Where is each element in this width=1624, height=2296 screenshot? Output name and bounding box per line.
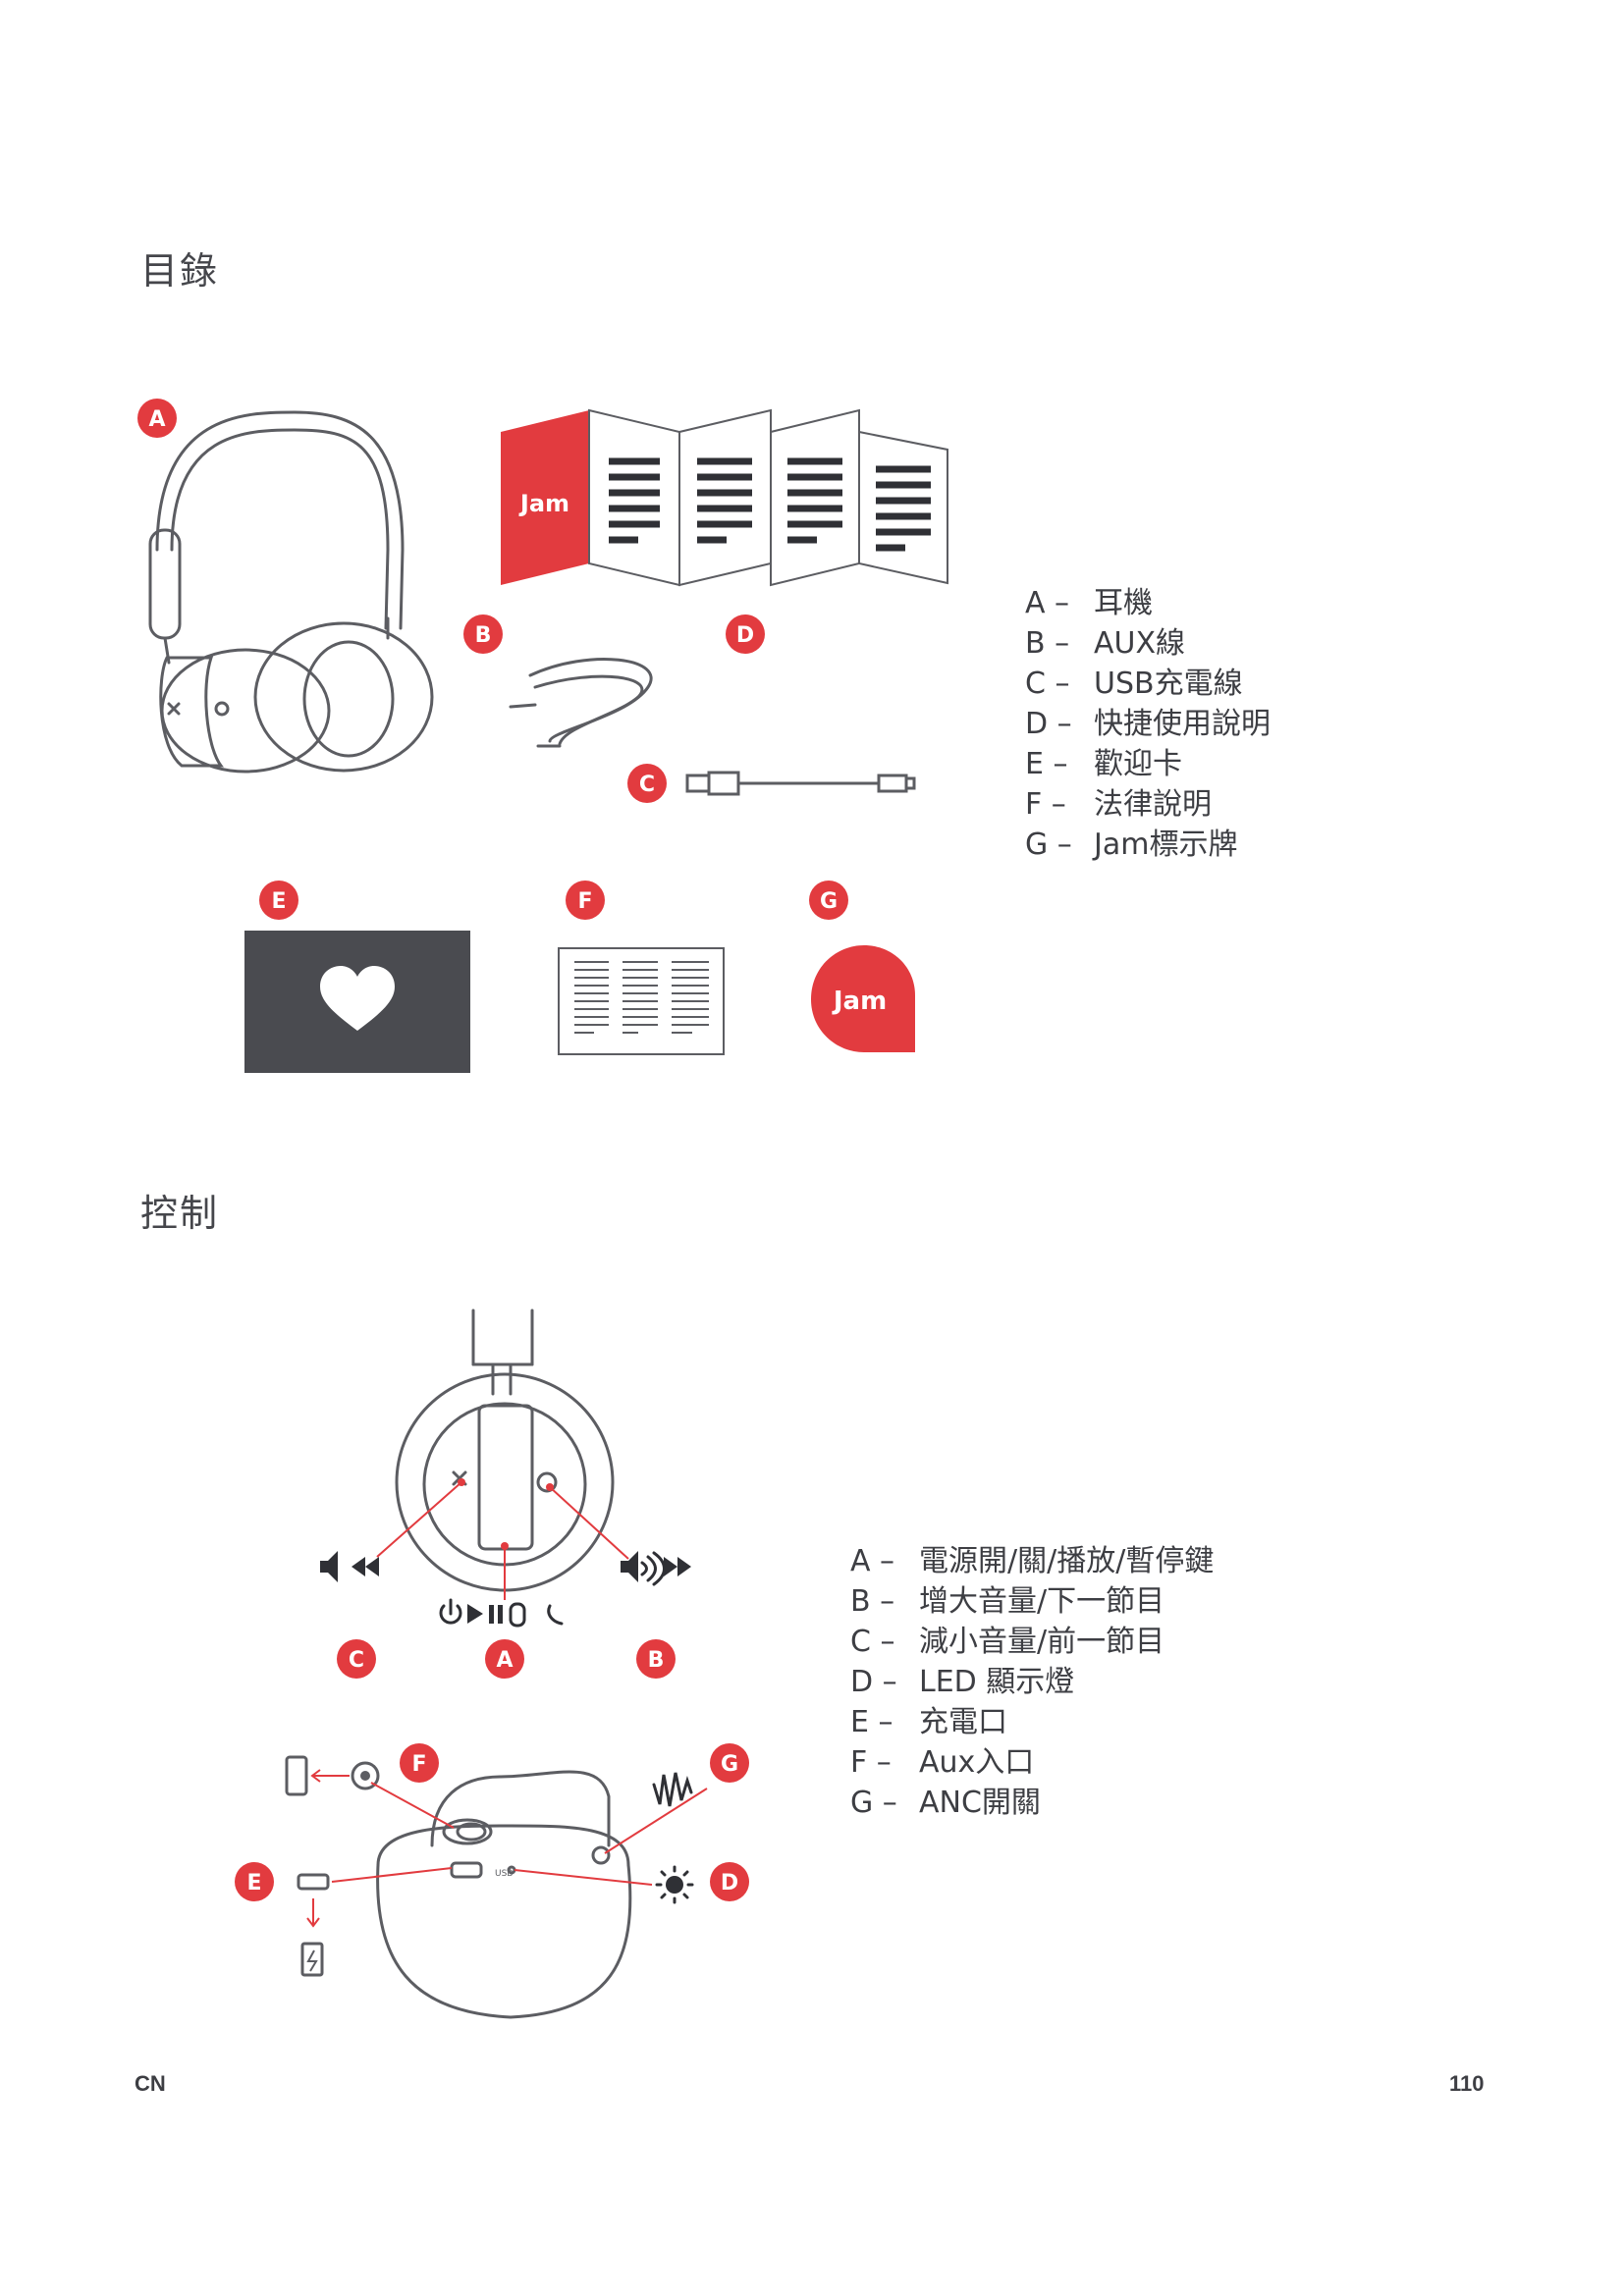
legend-item: C –USB充電線: [1025, 667, 1243, 701]
svg-text:B: B: [648, 1648, 665, 1673]
marker-ctrl-c: C: [337, 1639, 376, 1679]
svg-text:E: E: [271, 889, 286, 914]
marker-f: F: [566, 881, 605, 920]
legend-item: B –AUX線: [1025, 626, 1186, 661]
power-icon: [439, 1604, 462, 1625]
legal-sheet: [558, 947, 725, 1055]
aux-jack-icon: [351, 1761, 380, 1790]
tag-logo-text: Jam: [832, 987, 887, 1016]
fast-forward-icon: [664, 1557, 677, 1576]
rewind-icon: [352, 1557, 365, 1576]
volume-up-icon: [621, 1551, 638, 1582]
marker-ctrl-g: G: [710, 1743, 749, 1783]
play-icon: [467, 1604, 483, 1624]
legend-item: B –增大音量/下一節目: [850, 1584, 1165, 1619]
svg-text:B: B: [475, 623, 492, 648]
marker-b: B: [463, 614, 503, 654]
jam-tag: Jam: [811, 945, 915, 1052]
legend-item: D –快捷使用說明: [1025, 707, 1271, 741]
quick-start-guide: Jam: [501, 408, 948, 587]
svg-text:D: D: [721, 1871, 738, 1896]
legend-item: G –Jam標示牌: [1025, 828, 1238, 862]
volume-down-icon: [320, 1551, 338, 1582]
footer-language: CN: [135, 2071, 166, 2096]
legend-item: F –法律說明: [1025, 787, 1212, 822]
phone-call-icon: [547, 1604, 564, 1626]
legend-item: F –Aux入口: [850, 1745, 1035, 1780]
marker-c: C: [627, 764, 667, 803]
legend-item: E –充電口: [850, 1705, 1007, 1739]
marker-a: A: [137, 399, 177, 438]
led-rays: [655, 1865, 694, 1904]
legend-item: E –歡迎卡: [1025, 747, 1182, 781]
svg-text:D: D: [736, 623, 754, 648]
legend-item: G –ANC開關: [850, 1786, 1041, 1820]
svg-text:E: E: [246, 1871, 261, 1896]
legend-item: A –耳機: [1025, 586, 1153, 620]
controls-legend: A –電源開/關/播放/暫停鍵 B –增大音量/下一節目 C –減小音量/前一節…: [850, 1541, 1214, 1823]
phone-icon: [285, 1755, 308, 1796]
legend-item: A –電源開/關/播放/暫停鍵: [850, 1544, 1215, 1578]
aux-cable-illustration: [509, 658, 653, 748]
usb-port-icon: [297, 1873, 330, 1891]
marker-e: E: [259, 881, 298, 920]
usb-cable-illustration: [685, 771, 916, 796]
marker-ctrl-e: E: [235, 1862, 274, 1901]
bluetooth-icon: [509, 1602, 526, 1628]
battery-icon: [300, 1942, 324, 1977]
legal-text-lines: [574, 961, 709, 1034]
pause-icon: [489, 1605, 494, 1624]
svg-text:A: A: [496, 1648, 513, 1673]
marker-ctrl-f: F: [400, 1743, 439, 1783]
led-icon: [666, 1876, 683, 1894]
svg-text:A: A: [148, 407, 165, 432]
footer-page-number: 110: [1449, 2071, 1485, 2096]
contents-legend: A –耳機 B –AUX線 C –USB充電線 D –快捷使用說明 E –歡迎卡…: [1025, 583, 1271, 865]
anc-icon: [652, 1772, 693, 1807]
headphones-illustration: [148, 410, 434, 774]
marker-g: G: [809, 881, 848, 920]
svg-text:G: G: [820, 889, 838, 914]
contents-heading: 目錄: [140, 249, 220, 293]
svg-text:G: G: [721, 1752, 738, 1777]
svg-text:C: C: [349, 1648, 364, 1673]
svg-text:F: F: [411, 1752, 426, 1777]
svg-text:C: C: [639, 773, 655, 797]
heart-icon: [320, 966, 395, 1031]
usb-label: USB: [495, 1869, 513, 1879]
controls-heading: 控制: [140, 1192, 220, 1235]
control-glyphs: [320, 1551, 691, 1894]
marker-ctrl-d: D: [710, 1862, 749, 1901]
guide-logo-text: Jam: [518, 490, 569, 517]
svg-text:F: F: [577, 889, 592, 914]
marker-ctrl-a: A: [485, 1639, 524, 1679]
marker-ctrl-b: B: [636, 1639, 676, 1679]
pointer-lines: [306, 1481, 708, 1928]
marker-d: D: [726, 614, 765, 654]
legend-item: C –減小音量/前一節目: [850, 1625, 1165, 1659]
earcup-bottom-view: [376, 1770, 632, 2019]
legend-item: D –LED 顯示燈: [850, 1665, 1075, 1699]
